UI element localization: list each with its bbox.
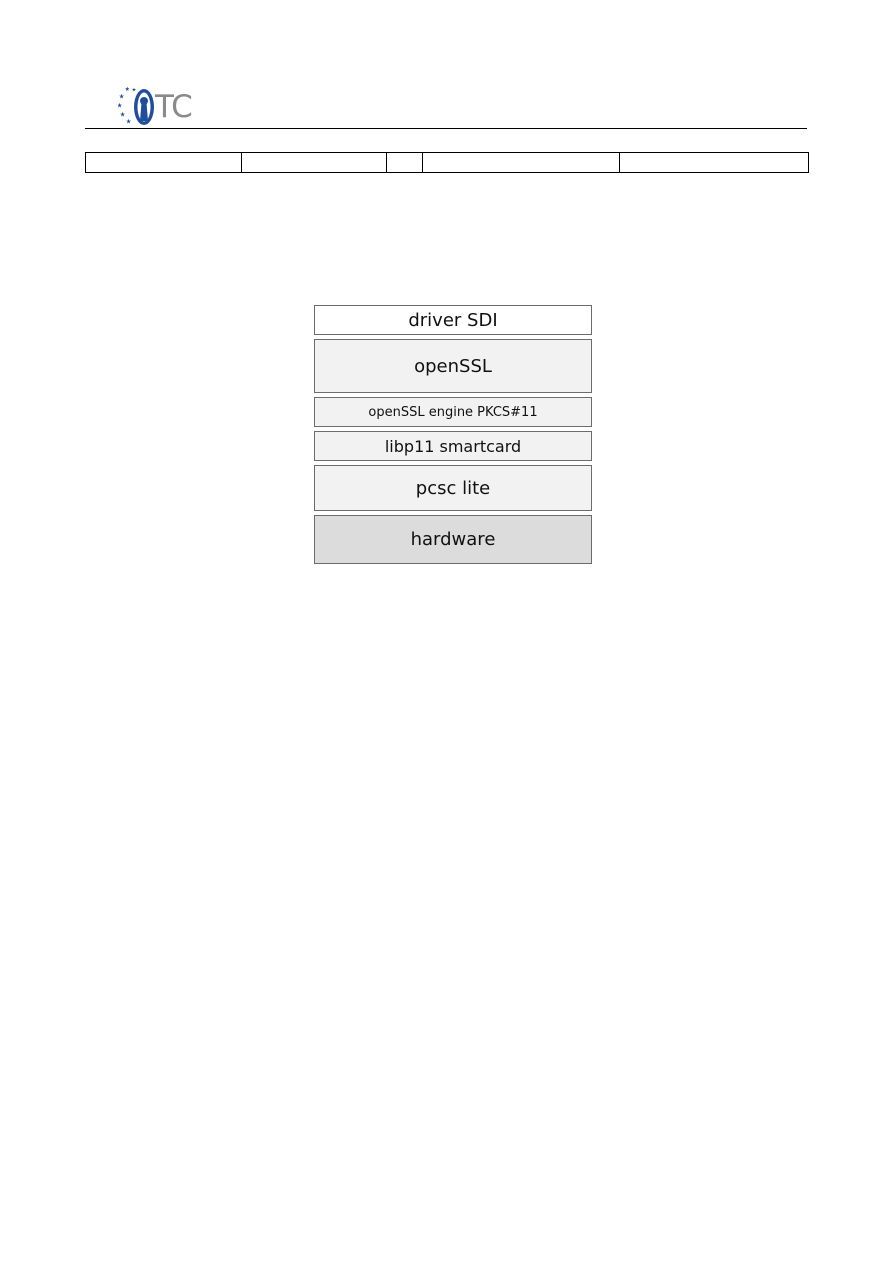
company-logo: TC (118, 86, 210, 128)
keyhole-with-stars-icon (118, 86, 154, 125)
header-cell-5 (619, 152, 809, 173)
logo-text: TC (155, 89, 193, 125)
layer-driver-sdi: driver SDI (314, 305, 592, 335)
layer-libp11-smartcard: libp11 smartcard (314, 431, 592, 461)
layer-pcsc-lite: pcsc lite (314, 465, 592, 511)
layer-hardware: hardware (314, 515, 592, 564)
header-divider (85, 128, 807, 129)
layer-openssl-engine-pkcs11: openSSL engine PKCS#11 (314, 397, 592, 427)
header-cell-4 (422, 152, 620, 173)
header-info-table (85, 152, 809, 173)
header-cell-3 (386, 152, 423, 173)
header-cell-1 (85, 152, 242, 173)
header-cell-2 (241, 152, 387, 173)
table-row (85, 152, 809, 173)
layer-openssl: openSSL (314, 339, 592, 393)
